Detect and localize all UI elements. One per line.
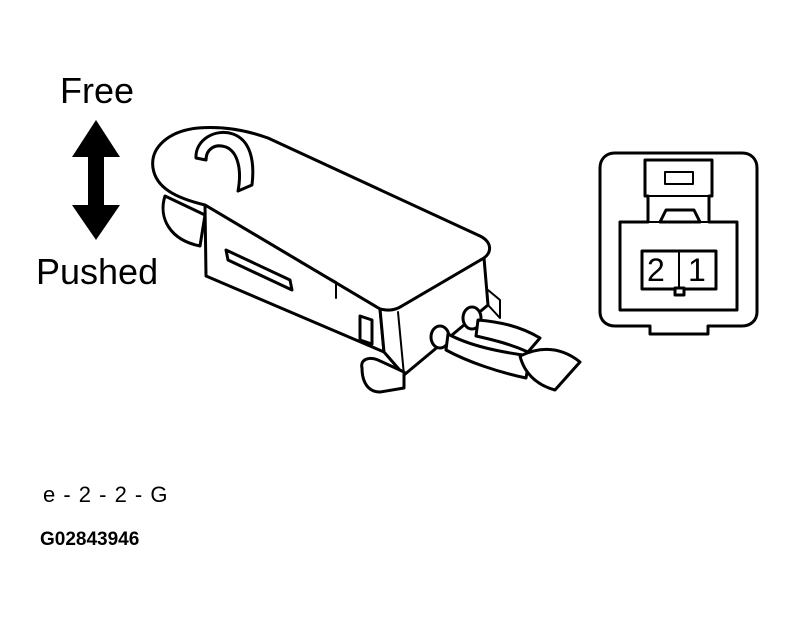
- figure-id: G02843946: [40, 529, 140, 550]
- label-free: Free: [60, 70, 135, 111]
- connector-pin-2: 2: [647, 252, 665, 288]
- label-pushed: Pushed: [36, 251, 159, 292]
- hook-icon: [194, 131, 255, 193]
- test-probes: [444, 318, 582, 392]
- double-arrow-icon: [72, 120, 120, 240]
- diagram-code: e - 2 - 2 - G: [43, 482, 169, 507]
- connector-pin-1: 1: [688, 252, 706, 288]
- switch-body: [151, 126, 501, 394]
- connector-pinout: [598, 151, 759, 336]
